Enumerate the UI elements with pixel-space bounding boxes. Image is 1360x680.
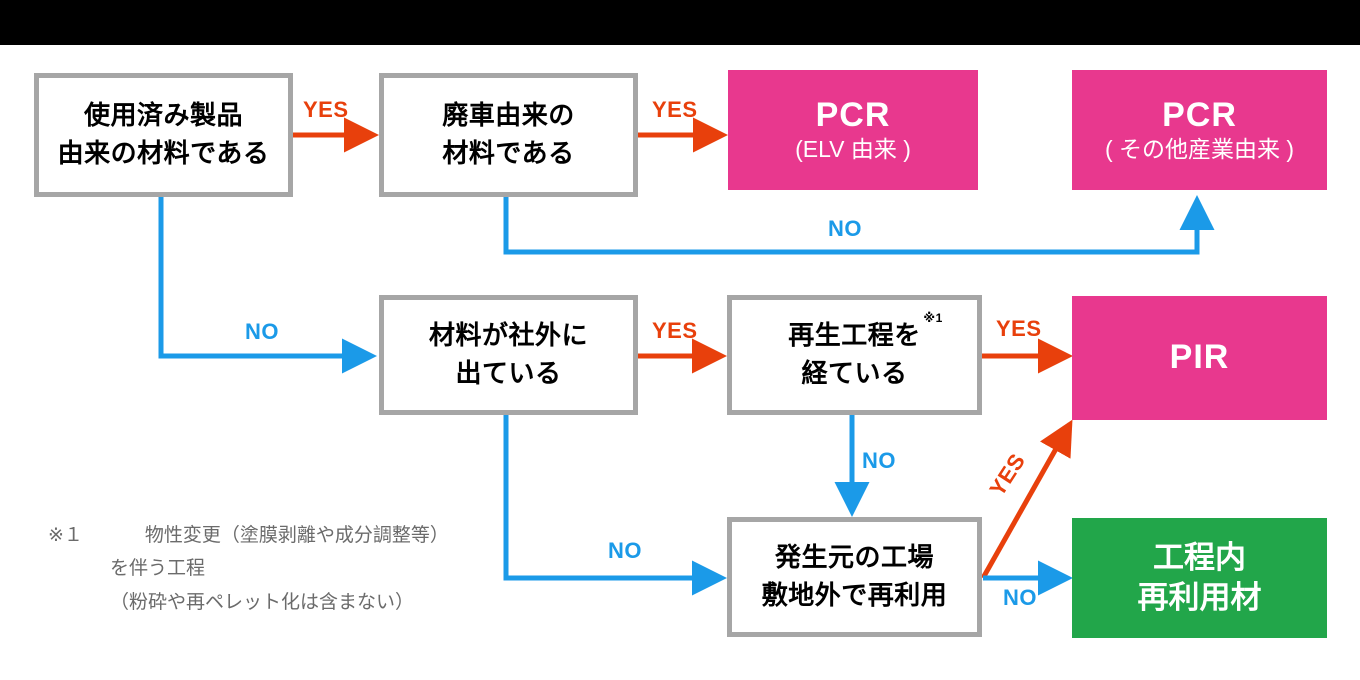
node-offsite-decision[interactable]: 材料が社外に 出ている [379,295,638,415]
node-reuse-offsite-line2: 敷地外で再利用 [761,580,948,610]
node-offsite-line1: 材料が社外に [428,320,588,351]
edge-label-elv-no-to-pcrother: NO [828,216,862,241]
node-pir-title: PIR [1169,338,1230,377]
footnote-row-1: ※１ 物性変更（塗膜剥離や成分調整等） [48,519,449,552]
node-pcr-other-title: PCR [1162,95,1237,134]
edge-label-reuse-yes-to-pir: YES [984,448,1031,501]
footnote-marker: ※１ [48,525,83,546]
node-inprocess-reuse[interactable]: 工程内 再利用材 [1072,518,1327,638]
edge-label-offsite-to-recycle: YES [652,318,698,343]
node-recycle-process-line1: 再生工程を※1 [788,312,942,355]
node-recycle-process-line1-text: 再生工程を [788,320,921,351]
edge-label-used-no-to-offsite: NO [245,319,279,344]
edge-label-offsite-no-to-reuse: NO [608,538,642,563]
footnote-row-2: を伴う工程 [48,552,449,585]
node-pcr-elv-subtitle: (ELV 由来 ) [795,135,911,162]
top-black-bar [0,0,1360,45]
edge-label-reuse-no-to-inproc: NO [1003,585,1037,610]
node-pcr-other-subtitle: ( その他産業由来 ) [1104,135,1295,162]
node-reuse-offsite-line1: 発生元の工場 [774,542,934,573]
edge-label-recycle-no-down: NO [862,448,896,473]
node-recycle-process-decision[interactable]: 再生工程を※1 経ている [727,295,982,415]
edge-label-recycle-to-pir: YES [996,316,1042,341]
node-pir[interactable]: PIR [1072,296,1327,420]
edge-label-used-to-elv: YES [303,97,349,122]
footnote-block: ※１ 物性変更（塗膜剥離や成分調整等） を伴う工程 （粉砕や再ペレット化は含まない… [48,519,449,619]
node-pcr-other[interactable]: PCR ( その他産業由来 ) [1072,70,1327,190]
footnote-line1: 物性変更（塗膜剥離や成分調整等） [144,525,449,546]
footnote-row-3: （粉砕や再ペレット化は含まない） [48,586,449,619]
node-reuse-offsite-decision[interactable]: 発生元の工場 敷地外で再利用 [727,517,982,637]
footnote-line2: を伴う工程 [110,558,206,580]
node-elv-source-line2: 材料である [442,138,575,168]
node-inprocess-line1: 工程内 [1153,539,1246,575]
node-offsite-line2: 出ている [455,358,562,388]
node-pcr-elv-title: PCR [815,95,891,134]
edge-reuse-yes-to-pir [980,419,1073,580]
node-pcr-elv[interactable]: PCR (ELV 由来 ) [728,70,978,190]
edge-label-elv-to-pcrelv: YES [652,97,698,122]
node-used-product-line1: 使用済み製品 [83,100,243,131]
node-inprocess-line2: 再利用材 [1137,580,1262,615]
node-elv-source-decision[interactable]: 廃車由来の 材料である [379,73,638,197]
footnote-line3: （粉砕や再ペレット化は含まない） [110,591,415,613]
footnote-marker-sup: ※1 [923,311,943,326]
node-elv-source-line1: 廃車由来の [442,100,575,131]
node-recycle-process-line2: 経ている [801,358,908,388]
node-used-product-line2: 由来の材料である [57,138,270,168]
node-used-product-decision[interactable]: 使用済み製品 由来の材料である [34,73,293,197]
